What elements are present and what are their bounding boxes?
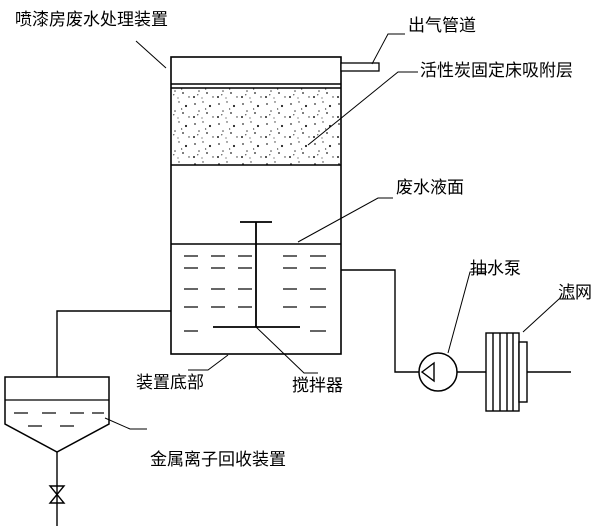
leader-lines (104, 33, 575, 430)
label-carbon-bed: 活性炭固定床吸附层 (420, 61, 573, 81)
label-stirrer: 搅拌器 (292, 376, 343, 396)
drain-valve (48, 485, 66, 504)
label-metal-recovery: 金属离子回收装置 (150, 450, 286, 470)
label-pump: 抽水泵 (470, 259, 521, 279)
water-dashes (184, 255, 326, 332)
carbon-bed (172, 88, 340, 165)
label-filter: 滤网 (558, 283, 592, 303)
exhaust-pipe (340, 62, 380, 72)
label-exhaust-pipe: 出气管道 (408, 16, 476, 36)
pump-body (418, 352, 458, 392)
filter (485, 332, 528, 412)
pump-triangle (420, 361, 435, 383)
label-device: 喷漆房废水处理装置 (15, 10, 168, 30)
outlet-pipe-1 (341, 269, 419, 373)
label-water-surface: 废水液面 (396, 178, 464, 198)
recovery-vessel (4, 376, 110, 453)
recovery-pipe (56, 310, 171, 377)
label-tank-bottom: 装置底部 (136, 373, 204, 393)
recovery-dashes (14, 412, 104, 427)
stirrer (213, 221, 300, 328)
main-tank (170, 56, 342, 355)
